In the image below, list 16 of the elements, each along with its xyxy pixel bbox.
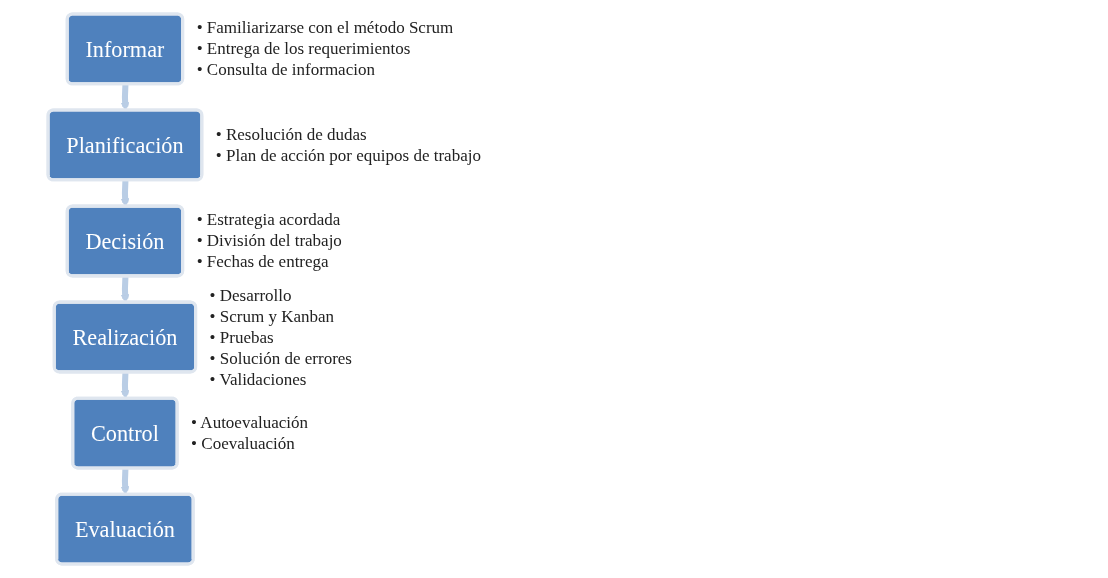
bullet-item: • Resolución de dudas (215, 123, 368, 145)
bullet-item: • Scrum y Kanban (209, 305, 336, 327)
bullet-item: • Coevaluación (191, 433, 296, 454)
bullet-item: • Entrega de los requerimientos (196, 38, 412, 60)
bullet-item: • División del trabajo (196, 230, 342, 252)
bullet-item: • Validaciones (209, 368, 308, 390)
bullet-item: • Desarrollo (209, 284, 293, 306)
bullet-item: • Estrategia acordada (196, 209, 342, 231)
arrow (120, 84, 130, 111)
bullet-item: • Pruebas (209, 326, 275, 348)
bullet-item: • Consulta de informacion (196, 59, 376, 81)
bullet-item: • Fechas de entrega (196, 251, 330, 273)
bullet-item: • Plan de acción por equipos de trabajo (215, 144, 481, 166)
bullet-item: • Solución de errores (209, 347, 352, 369)
bullet-item: • Familiarizarse con el método Scrum (196, 17, 454, 39)
bullet-item: • Autoevaluación (191, 412, 308, 433)
